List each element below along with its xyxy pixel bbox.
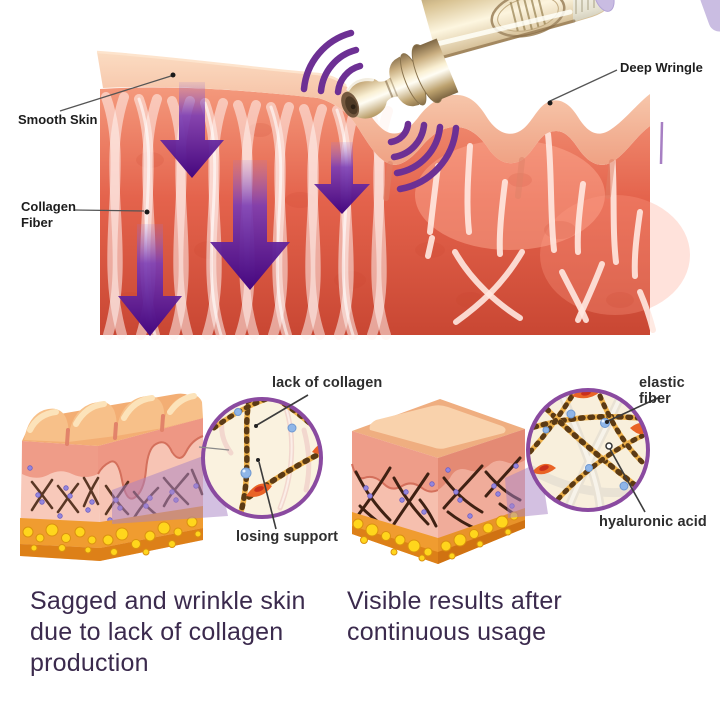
- label-collagen-fiber: Collagen Fiber: [21, 199, 76, 230]
- after-magnifier: [526, 388, 661, 513]
- before-skin-block: [20, 393, 228, 561]
- wrinkle-folds: [383, 157, 615, 201]
- after-skin-block: [351, 399, 548, 564]
- epidermis-band: [97, 52, 650, 165]
- label-losing-support: losing support: [236, 529, 339, 545]
- massage-depth-arrows: [118, 82, 370, 336]
- before-fat-cells: [22, 516, 202, 556]
- beauty-device-pen: [341, 0, 720, 119]
- before-zoom-wedge: [112, 452, 228, 524]
- glass-ribs: [575, 0, 595, 14]
- after-ha-dots: [357, 463, 519, 535]
- label-deep-wrinkle: Deep Wringle: [620, 60, 703, 75]
- cropped-cap-corner: [700, 0, 720, 32]
- after-fat-cells: [352, 511, 519, 562]
- collagen-fibers-broken: [425, 131, 656, 333]
- top-leader-lines: [59, 69, 618, 215]
- before-caption: Sagged and wrinkle skin due to lack of c…: [30, 587, 306, 677]
- stray-fiber-purple: [659, 121, 664, 165]
- label-smooth-skin: Smooth Skin: [18, 112, 98, 127]
- device-tip-assembly: [341, 38, 459, 119]
- before-wrinkled-top: [22, 393, 203, 446]
- vibration-waves-icon: [300, 29, 460, 193]
- label-elastic-fiber: elastic fiber: [639, 375, 685, 407]
- label-lack-of-collagen: lack of collagen: [272, 375, 383, 391]
- device-cap-lavender: [593, 0, 615, 12]
- label-hyaluronic-acid: hyaluronic acid: [599, 514, 707, 530]
- after-caption: Visible results after continuous usage: [347, 587, 562, 646]
